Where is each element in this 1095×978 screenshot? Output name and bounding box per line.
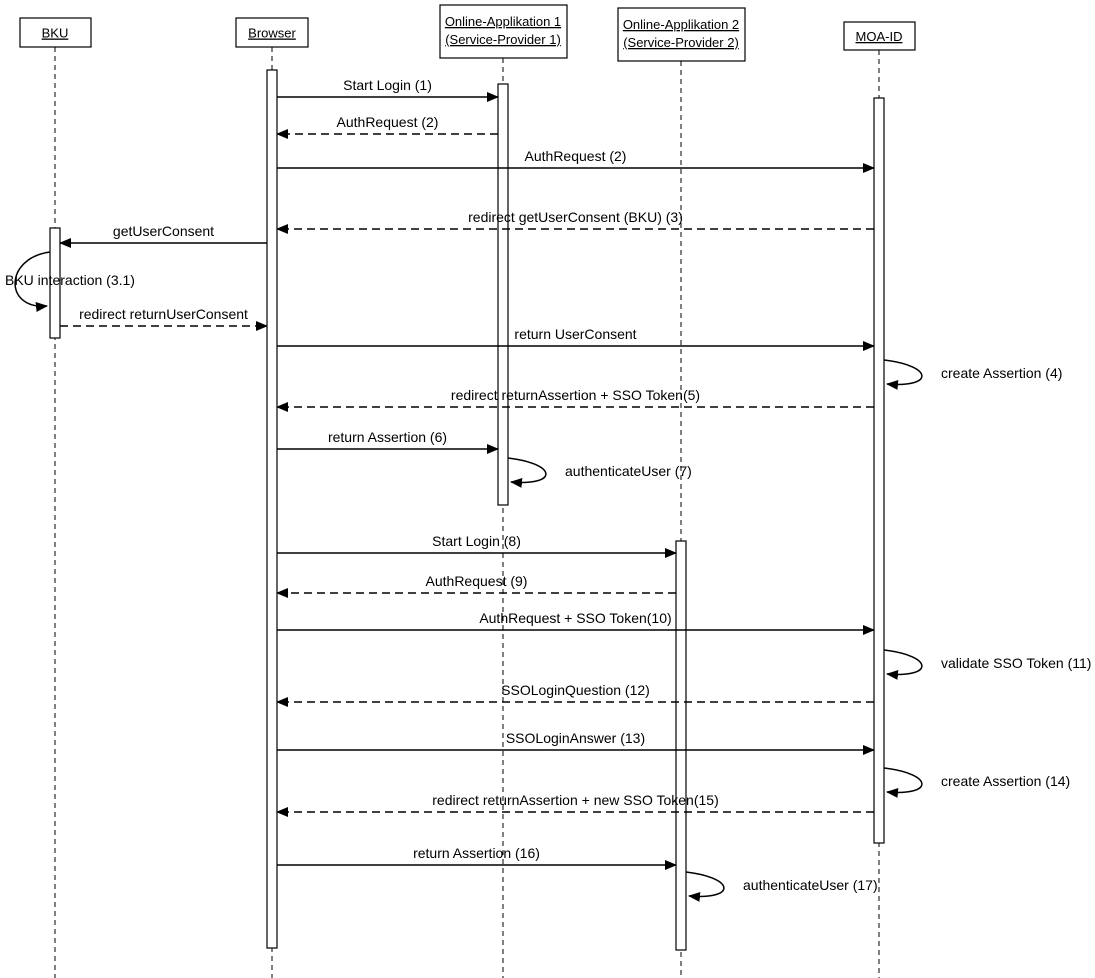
self-message-arc-18 [883, 767, 923, 798]
participant-label-browser-0: Browser [248, 26, 296, 41]
activations-layer [49, 69, 885, 951]
self-message-arc-5 [14, 251, 51, 312]
message-label-10: return Assertion (6) [328, 429, 447, 445]
activation-oa1 [497, 83, 509, 506]
message-label-20: return Assertion (16) [413, 845, 540, 861]
participant-box-moaid [843, 21, 916, 51]
self-message-label-18: create Assertion (14) [941, 773, 1070, 789]
participants-layer: BKU Browser Online-Applikation 1 (Service-P… [19, 4, 916, 62]
participant-label-bku-0: BKU [42, 26, 69, 41]
message-label-3: redirect getUserConsent (BKU) (3) [468, 209, 683, 225]
activation-browser [266, 69, 278, 949]
self-message-label-15: validate SSO Token (11) [941, 655, 1091, 671]
message-label-19: redirect returnAssertion + new SSO Token… [432, 792, 719, 808]
participant-label-oa2-0: Online-Applikation 2 [623, 17, 739, 32]
activation-oa2 [675, 540, 687, 951]
participant-box-oa2 [617, 7, 746, 62]
message-label-4: getUserConsent [113, 223, 214, 239]
self-message-label-8: create Assertion (4) [941, 365, 1062, 381]
self-message-arc-15 [883, 649, 923, 680]
message-label-17: SSOLoginAnswer (13) [506, 730, 645, 746]
message-label-6: redirect returnUserConsent [79, 306, 248, 322]
participant-label-moaid-0: MOA-ID [856, 29, 903, 44]
activation-moaid [873, 97, 885, 844]
message-label-12: Start Login (8) [432, 533, 521, 549]
lifelines-layer [54, 47, 880, 978]
self-message-label-5: BKU interaction (3.1) [5, 272, 135, 288]
self-message-label-11: authenticateUser (7) [565, 463, 692, 479]
message-label-16: SSOLoginQuestion (12) [501, 682, 650, 698]
messages-layer: Start Login (1) AuthRequest (2) AuthReques… [5, 77, 1091, 902]
participant-box-oa1 [439, 4, 568, 59]
message-label-2: AuthRequest (2) [525, 148, 627, 164]
message-label-7: return UserConsent [514, 326, 636, 342]
activation-bku [49, 227, 61, 339]
participant-label-oa1-0: Online-Applikation 1 [445, 14, 561, 29]
participant-label-oa1-1: (Service-Provider 1) [445, 32, 561, 47]
self-message-arc-8 [883, 359, 923, 390]
participant-box-bku [19, 17, 92, 48]
self-message-arc-11 [507, 457, 547, 488]
self-message-label-21: authenticateUser (17) [743, 877, 878, 893]
self-message-arc-21 [685, 871, 725, 902]
message-label-9: redirect returnAssertion + SSO Token(5) [451, 387, 700, 403]
message-label-13: AuthRequest (9) [426, 573, 528, 589]
participant-label-oa2-1: (Service-Provider 2) [623, 35, 739, 50]
message-label-0: Start Login (1) [343, 77, 432, 93]
message-label-1: AuthRequest (2) [337, 114, 439, 130]
message-label-14: AuthRequest + SSO Token(10) [479, 610, 671, 626]
participant-box-browser [235, 17, 309, 48]
